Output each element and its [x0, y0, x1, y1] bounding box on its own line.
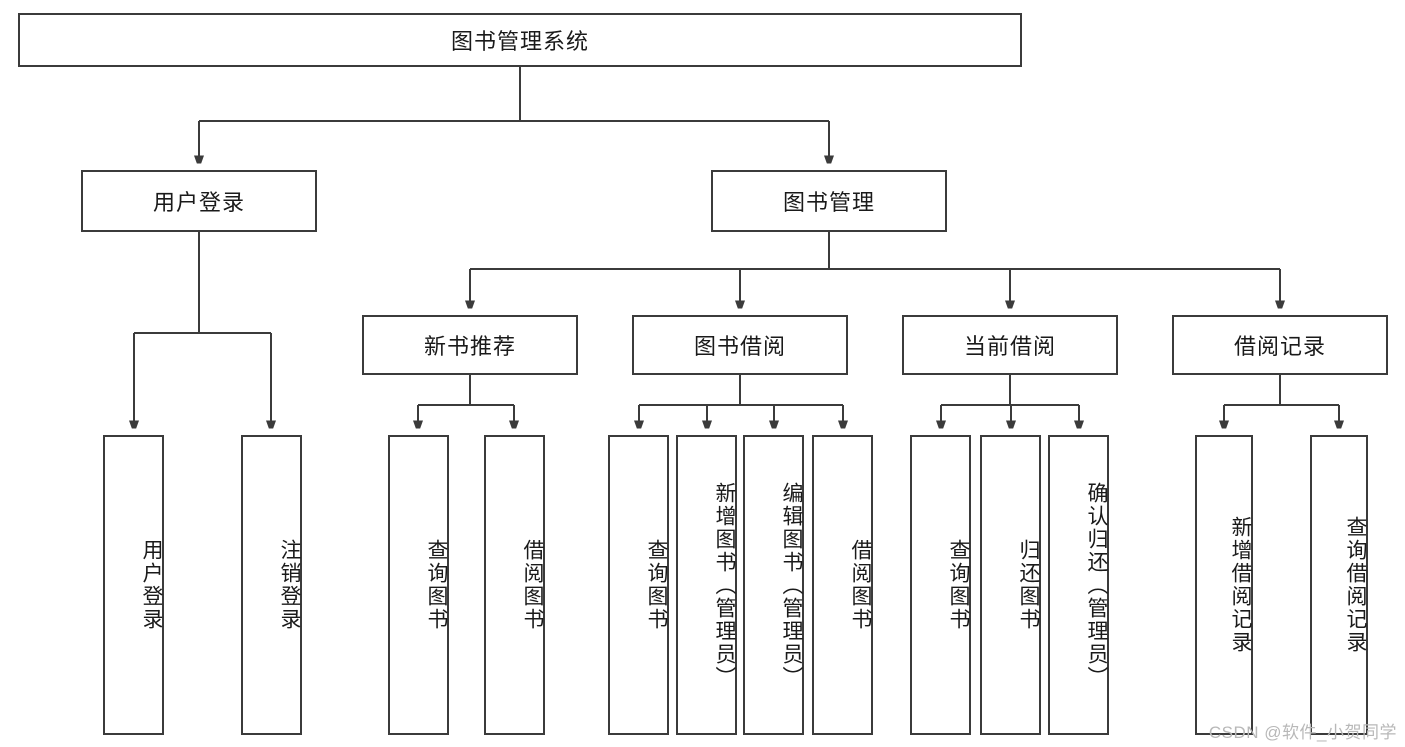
- node-leaf-confirm-return[interactable]: 确认归还（管理员）: [1048, 435, 1109, 735]
- node-label: 借阅图书: [521, 539, 544, 631]
- node-root-book-management-system[interactable]: 图书管理系统: [18, 13, 1022, 67]
- node-leaf-return-book[interactable]: 归还图书: [980, 435, 1041, 735]
- node-label: 图书管理系统: [450, 29, 589, 54]
- node-leaf-query-book-current[interactable]: 查询图书: [910, 435, 971, 735]
- node-current-borrowing[interactable]: 当前借阅: [902, 315, 1118, 375]
- node-label: 用户登录: [152, 190, 245, 215]
- node-leaf-query-book-borrow[interactable]: 查询图书: [608, 435, 669, 735]
- node-label: 确认归还（管理员）: [1085, 481, 1108, 689]
- node-label: 图书借阅: [693, 334, 786, 359]
- node-label: 查询借阅记录: [1344, 516, 1367, 654]
- node-label: 新增图书（管理员）: [713, 481, 736, 689]
- node-leaf-edit-book[interactable]: 编辑图书（管理员）: [743, 435, 804, 735]
- node-new-book-recommendation[interactable]: 新书推荐: [362, 315, 578, 375]
- node-user-login[interactable]: 用户登录: [81, 170, 317, 232]
- node-book-borrowing[interactable]: 图书借阅: [632, 315, 848, 375]
- node-label: 新增借阅记录: [1229, 516, 1252, 654]
- node-label: 借阅记录: [1233, 334, 1326, 359]
- node-leaf-borrow-book-rec[interactable]: 借阅图书: [484, 435, 545, 735]
- node-leaf-query-book-rec[interactable]: 查询图书: [388, 435, 449, 735]
- node-leaf-add-book[interactable]: 新增图书（管理员）: [676, 435, 737, 735]
- node-label: 编辑图书（管理员）: [780, 481, 803, 689]
- node-label: 查询图书: [947, 539, 970, 631]
- node-label: 查询图书: [425, 539, 448, 631]
- node-label: 当前借阅: [963, 334, 1056, 359]
- node-label: 查询图书: [645, 539, 668, 631]
- node-leaf-user-login[interactable]: 用户登录: [103, 435, 164, 735]
- node-label: 借阅图书: [849, 539, 872, 631]
- node-label: 图书管理: [782, 190, 875, 215]
- node-leaf-logout[interactable]: 注销登录: [241, 435, 302, 735]
- node-label: 注销登录: [278, 539, 301, 631]
- node-leaf-borrow-book[interactable]: 借阅图书: [812, 435, 873, 735]
- node-borrowing-record[interactable]: 借阅记录: [1172, 315, 1388, 375]
- node-leaf-add-record[interactable]: 新增借阅记录: [1195, 435, 1253, 735]
- node-leaf-query-record[interactable]: 查询借阅记录: [1310, 435, 1368, 735]
- node-label: 归还图书: [1017, 539, 1040, 631]
- node-label: 用户登录: [140, 539, 163, 631]
- node-book-management[interactable]: 图书管理: [711, 170, 947, 232]
- node-label: 新书推荐: [423, 334, 516, 359]
